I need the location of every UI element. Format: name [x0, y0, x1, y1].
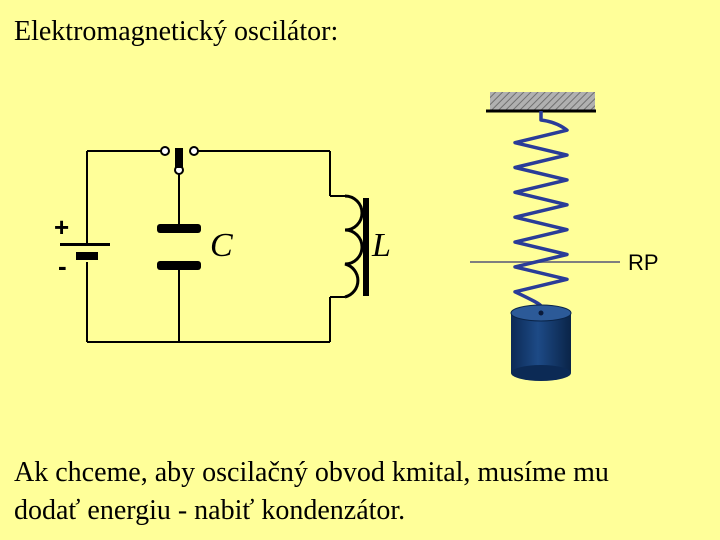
inductor-coil: [344, 194, 364, 299]
inductor: [344, 194, 369, 299]
lc-circuit: [86, 150, 345, 343]
caption: Ak chceme, aby oscilačný obvod kmital, m…: [14, 454, 714, 530]
battery: [60, 243, 110, 260]
inductor-label: L: [371, 227, 391, 264]
weight-hook: [538, 310, 544, 316]
battery-short-plate: [76, 252, 98, 260]
capacitor-plate-top: [157, 224, 201, 233]
capacitor: [157, 224, 201, 270]
switch-contact-right: [189, 146, 199, 156]
ceiling-hatch: [490, 92, 595, 110]
page-title: Elektromagnetický oscilátor:: [14, 16, 339, 47]
caption-line-1: Ak chceme, aby oscilačný obvod kmital, m…: [14, 457, 609, 488]
switch-contact-left: [160, 146, 170, 156]
weight: [510, 304, 572, 381]
capacitor-plate-bottom: [157, 261, 201, 270]
battery-minus-label: -: [58, 251, 67, 281]
weight-body: [511, 313, 571, 373]
battery-plus-label: +: [54, 212, 69, 242]
switch: [160, 146, 199, 175]
rest-position-label: RP: [628, 250, 659, 275]
weight-bottom: [511, 365, 571, 381]
capacitor-label: C: [210, 227, 233, 264]
spring-coil: [513, 111, 569, 313]
caption-line-2: dodať energiu - nabiť kondenzátor.: [14, 495, 406, 526]
battery-long-plate: [60, 243, 110, 246]
switch-blade: [175, 148, 183, 168]
